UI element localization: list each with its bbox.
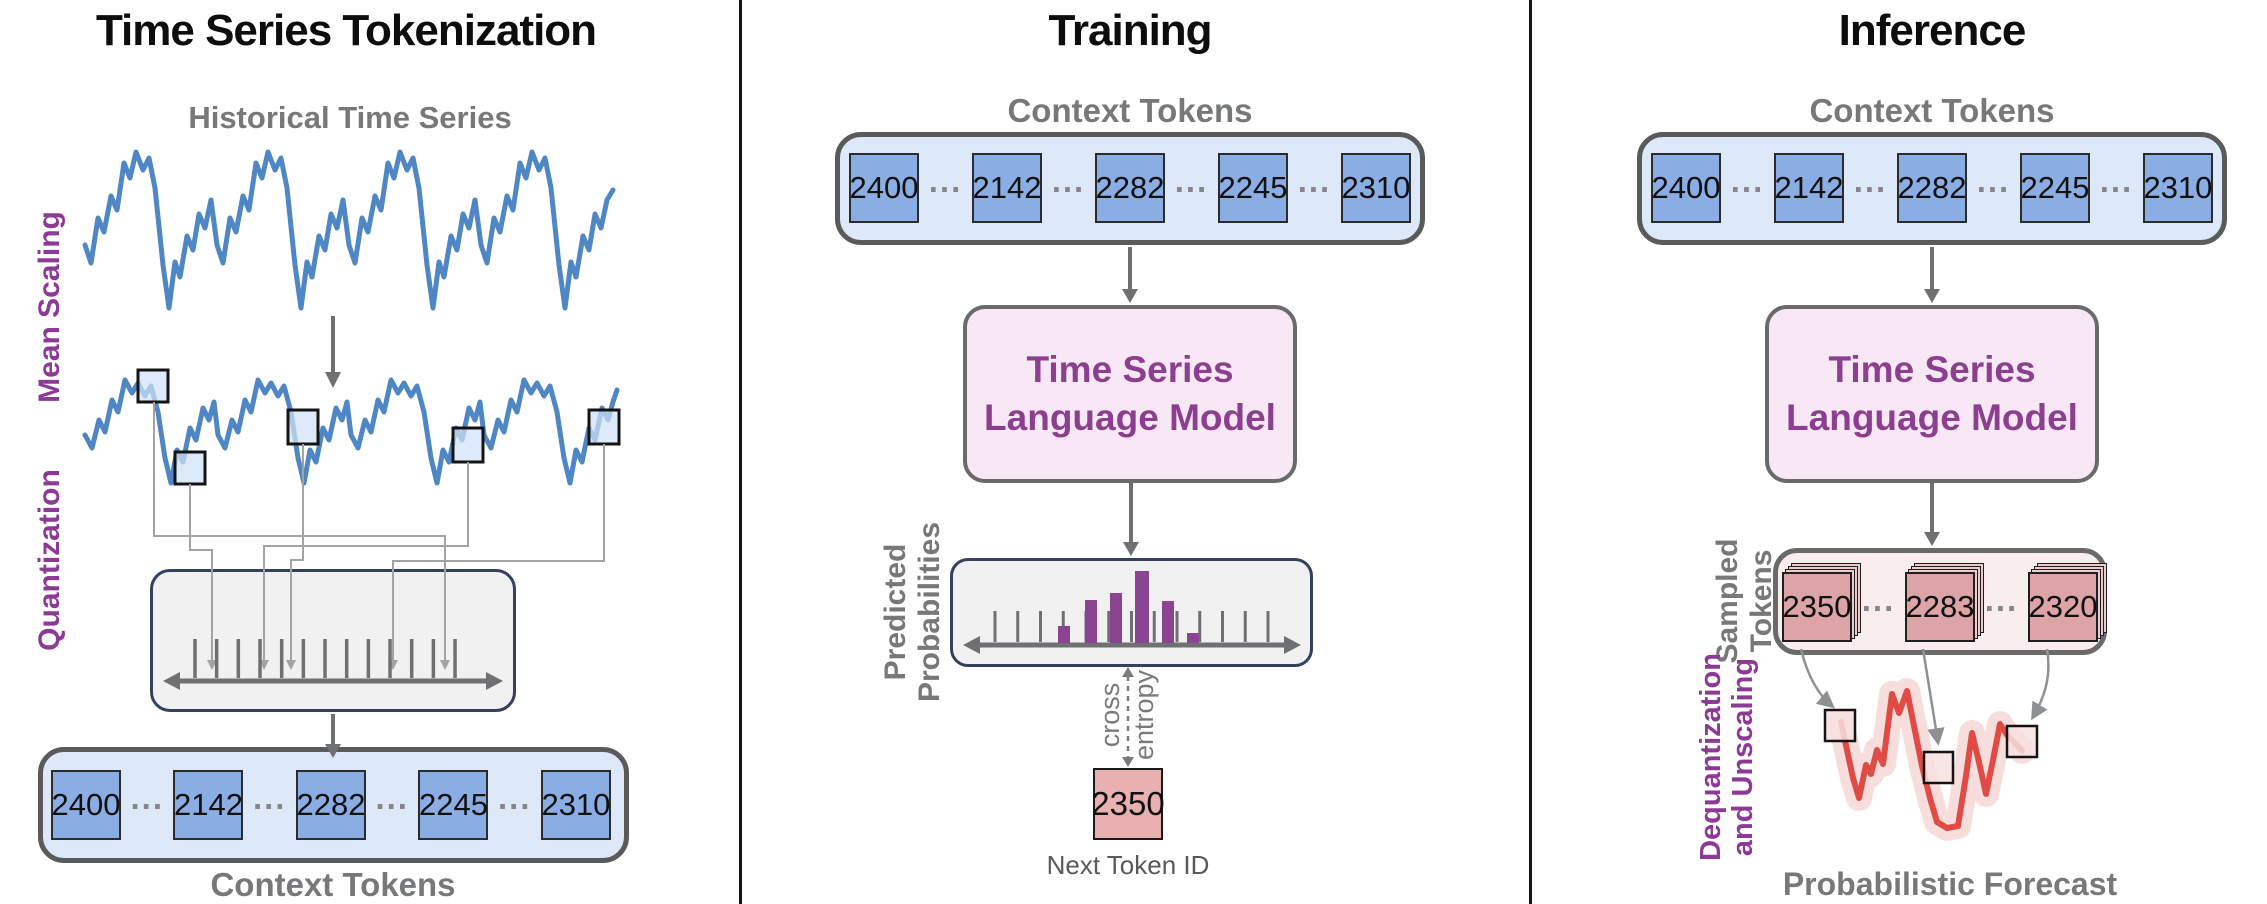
- predicted-label-line2: Probabilities: [913, 521, 946, 703]
- inference-panel-title: Inference: [1838, 6, 2027, 55]
- probabilistic-forecast-label: Probabilistic Forecast: [1782, 866, 2118, 902]
- ellipsis: ...: [1297, 162, 1332, 199]
- ellipsis: ...: [2099, 162, 2134, 199]
- sampled-token: 2320: [2027, 572, 2098, 642]
- cross-entropy-line2: entropy: [1129, 669, 1159, 761]
- ellipsis: ...: [130, 779, 164, 816]
- sample-box-3: [286, 408, 320, 446]
- cross-entropy-label: cross entropy: [1095, 640, 1160, 790]
- ellipsis: ...: [1730, 162, 1765, 199]
- scaled-time-series-line: [82, 377, 620, 486]
- ellipsis: ...: [252, 779, 287, 816]
- dequantization-arrows: [1799, 648, 2050, 746]
- ellipsis: ...: [1051, 162, 1086, 199]
- context-token: 2245: [1217, 153, 1288, 223]
- sampled-token: 2350: [1782, 572, 1852, 642]
- context-token: 2282: [1896, 153, 1967, 223]
- sampled-point-boxes: [136, 368, 621, 486]
- sampled-token: 2283: [1904, 572, 1975, 642]
- quantization-bins-box: [150, 569, 516, 712]
- ellipsis: ...: [1174, 162, 1209, 199]
- context-token: 2310: [2142, 153, 2213, 223]
- context-token: 2400: [51, 770, 121, 840]
- context-tokens-label-inference: Context Tokens: [1809, 92, 2055, 129]
- cross-entropy-line1: cross: [1095, 682, 1126, 748]
- training-panel-title: Training: [1048, 6, 1212, 55]
- context-token: 2282: [295, 770, 366, 840]
- sample-box-4: [451, 426, 485, 464]
- ellipsis: ...: [375, 779, 409, 816]
- context-token-row-inference: 2400...2142...2282...2245...2310: [1651, 153, 2213, 223]
- ellipsis: ...: [1984, 581, 2019, 618]
- forecast-sample-box-3: [2005, 724, 2039, 759]
- sampled-token-row: 2350...2283...2320: [1782, 572, 2098, 642]
- context-token: 2310: [540, 770, 611, 840]
- context-token-row-tokenization: 2400...2142...2282...2245...2310: [51, 770, 611, 840]
- ellipsis: ...: [1976, 162, 2011, 199]
- model-label-line1: Time Series: [1026, 348, 1234, 390]
- context-tokens-label-tokenization: Context Tokens: [210, 866, 456, 903]
- context-token: 2282: [1094, 153, 1165, 223]
- model-label-line2: Language Model: [1786, 397, 2078, 438]
- dequantization-unscaling-label: Dequantization and Unscaling: [1692, 634, 1762, 880]
- sample-box-5: [587, 408, 621, 446]
- context-tokens-label-training: Context Tokens: [1007, 92, 1253, 129]
- predicted-label-line1: Predicted: [879, 543, 913, 681]
- model-label-line1: Time Series: [1828, 348, 2036, 390]
- inference-model-to-samples-arrow: [1924, 483, 1940, 546]
- context-token: 2142: [173, 770, 244, 840]
- ellipsis: ...: [1861, 581, 1896, 618]
- sample-box-1: [136, 368, 170, 404]
- context-token: 2142: [971, 153, 1042, 223]
- context-token: 2142: [1773, 153, 1844, 223]
- context-token: 2400: [849, 153, 919, 223]
- quantization-label: Quantization: [33, 469, 67, 651]
- training-model-to-probs-arrow: [1123, 483, 1139, 556]
- context-token-row-training: 2400...2142...2282...2245...2310: [849, 153, 1411, 223]
- historical-time-series-line: [82, 149, 616, 311]
- context-token: 2245: [418, 770, 489, 840]
- forecast-sample-box-1: [1823, 708, 1857, 743]
- panel-divider-left: [739, 0, 742, 904]
- ellipsis: ...: [497, 779, 532, 816]
- ellipsis: ...: [928, 162, 963, 199]
- dequantized-sample-boxes: [1823, 708, 2039, 785]
- time-series-language-model-box-training: Time Series Language Model: [963, 305, 1297, 483]
- inference-context-to-model-arrow: [1924, 247, 1940, 303]
- mean-scaling-label: Mean Scaling: [33, 211, 67, 403]
- next-token-id-label: Next Token ID: [1046, 850, 1210, 880]
- predicted-probabilities-label: Predicted Probabilities: [876, 497, 950, 727]
- context-token: 2245: [2019, 153, 2090, 223]
- dequantization-label-line1: Dequantization: [1694, 653, 1727, 861]
- next-token-id-box: 2350: [1091, 768, 1165, 840]
- forecast-sample-box-2: [1922, 750, 1955, 785]
- time-series-language-model-box-inference: Time Series Language Model: [1765, 305, 2099, 483]
- context-token: 2310: [1340, 153, 1411, 223]
- model-label-line2: Language Model: [984, 397, 1276, 438]
- dequantization-label-line2: and Unscaling: [1727, 657, 1759, 857]
- panel-divider-right: [1529, 0, 1532, 904]
- mean-scaling-arrow: [325, 316, 341, 388]
- context-token: 2400: [1651, 153, 1721, 223]
- historical-time-series-label: Historical Time Series: [188, 100, 512, 135]
- forecast-uncertainty-band: [1828, 678, 2035, 841]
- training-context-to-model-arrow: [1122, 247, 1138, 303]
- forecast-median-line: [1838, 688, 2025, 831]
- tokenization-panel-title: Time Series Tokenization: [95, 6, 597, 55]
- ellipsis: ...: [1853, 162, 1888, 199]
- sample-box-2: [173, 450, 207, 486]
